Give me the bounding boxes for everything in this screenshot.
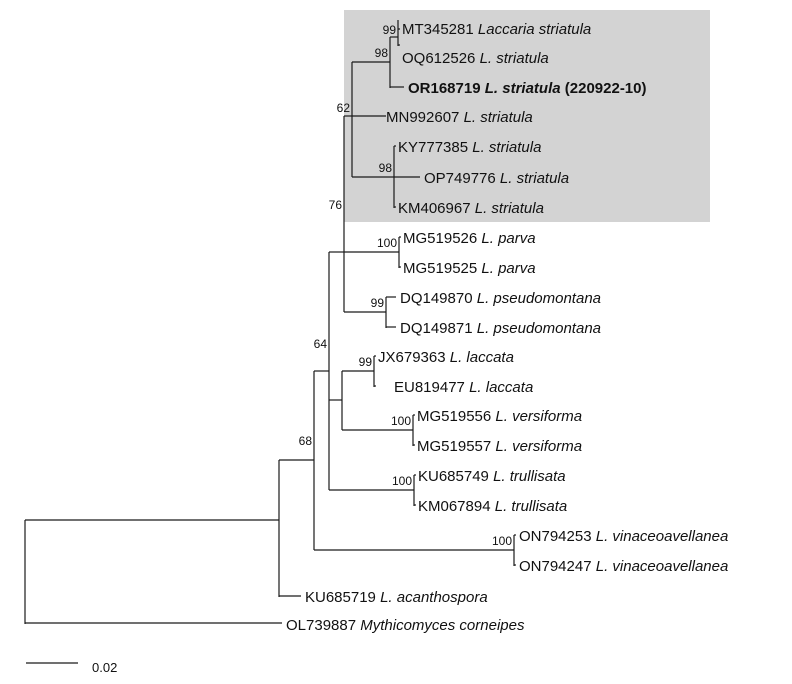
taxon-label-on794247: ON794247 L. vinaceoavellanea [519, 558, 728, 575]
taxon-label-mg519525: MG519525 L. parva [403, 260, 536, 277]
bootstrap-value: 99 [371, 296, 385, 310]
taxon-label-oq612526: OQ612526 L. striatula [402, 50, 549, 67]
taxon-label-dq149871: DQ149871 L. pseudomontana [400, 320, 601, 337]
taxon-label-mn992607: MN992607 L. striatula [386, 109, 533, 126]
taxon-label-ku685749: KU685749 L. trullisata [418, 468, 566, 485]
bootstrap-value: 98 [379, 161, 393, 175]
taxon-label-mg519526: MG519526 L. parva [403, 230, 536, 247]
bootstrap-value: 100 [392, 474, 412, 488]
bootstrap-value: 76 [329, 198, 343, 212]
bootstrap-value: 98 [375, 46, 389, 60]
bootstrap-value: 100 [492, 534, 512, 548]
taxon-label-ky777385: KY777385 L. striatula [398, 139, 541, 156]
taxon-label-or168719: OR168719 L. striatula (220922-10) [408, 80, 647, 97]
bootstrap-value: 99 [359, 355, 373, 369]
bootstrap-value: 99 [383, 23, 397, 37]
bootstrap-value: 68 [299, 434, 313, 448]
taxon-label-ol739887: OL739887 Mythicomyces corneipes [286, 617, 525, 634]
highlight-box-striatula [344, 10, 710, 222]
bootstrap-value: 100 [391, 414, 411, 428]
taxon-label-eu819477: EU819477 L. laccata [394, 379, 533, 396]
tree-branches [24, 20, 516, 664]
taxon-label-dq149870: DQ149870 L. pseudomontana [400, 290, 601, 307]
taxon-label-on794253: ON794253 L. vinaceoavellanea [519, 528, 728, 545]
scale-bar-label: 0.02 [92, 660, 117, 675]
taxon-label-op749776: OP749776 L. striatula [424, 170, 569, 187]
taxon-label-jx679363: JX679363 L. laccata [378, 349, 514, 366]
bootstrap-value: 100 [377, 236, 397, 250]
taxon-label-km067894: KM067894 L. trullisata [418, 498, 567, 515]
taxon-label-ku685719: KU685719 L. acanthospora [305, 589, 488, 606]
taxon-label-mg519556: MG519556 L. versiforma [417, 408, 582, 425]
bootstrap-value: 64 [314, 337, 328, 351]
bootstrap-value: 62 [337, 101, 351, 115]
taxon-label-km406967: KM406967 L. striatula [398, 200, 544, 217]
taxon-label-mt345281: MT345281 Laccaria striatula [402, 21, 591, 38]
taxon-label-mg519557: MG519557 L. versiforma [417, 438, 582, 455]
